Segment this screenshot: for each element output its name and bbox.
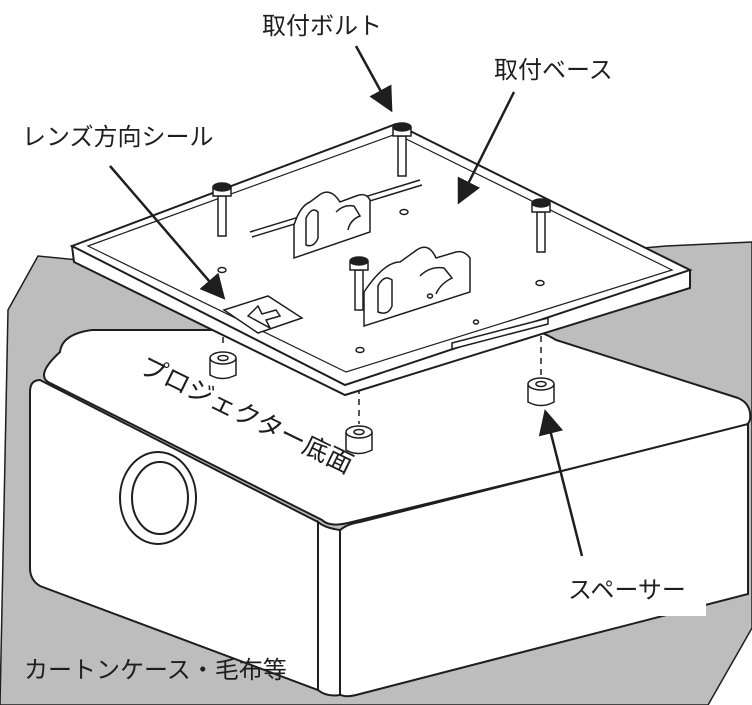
lens xyxy=(119,451,197,545)
label-surface: カートンケース・毛布等 xyxy=(24,656,287,684)
label-lens-direction-seal: レンズ方向シール xyxy=(22,123,214,151)
bolt-front xyxy=(349,256,369,311)
label-mounting-bolt: 取付ボルト xyxy=(262,12,382,40)
lens-direction-seal xyxy=(222,295,304,334)
arrow-seal xyxy=(109,165,226,300)
bolt-back xyxy=(392,122,412,177)
arrow-bolt xyxy=(354,45,393,113)
spacer-label-bg xyxy=(556,560,706,616)
label-spacer: スペーサー xyxy=(568,576,686,604)
bolt-left xyxy=(212,182,232,237)
bolt-right xyxy=(531,198,551,253)
callout-arrows xyxy=(109,45,584,557)
arrow-spacer xyxy=(538,409,584,557)
spacers xyxy=(209,351,555,455)
spacer-right xyxy=(527,377,555,407)
spacer-left xyxy=(209,351,237,380)
base-details xyxy=(217,179,549,354)
label-mounting-base: 取付ベース xyxy=(494,56,613,84)
bolts xyxy=(212,122,551,311)
arrow-base xyxy=(457,91,516,205)
spacer-front xyxy=(345,425,373,455)
